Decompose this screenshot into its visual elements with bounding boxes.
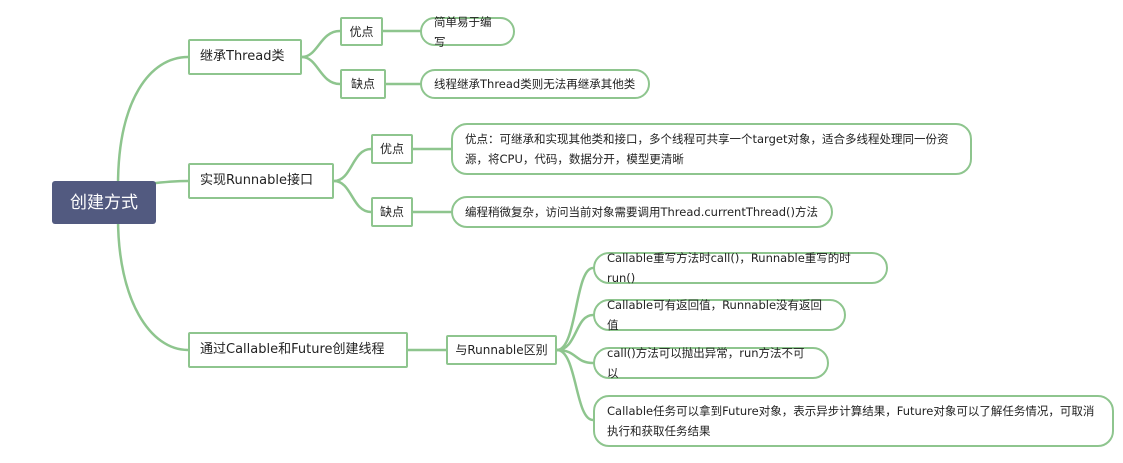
- branch-thread: 继承Thread类: [188, 39, 302, 75]
- branch-callable-future: 通过Callable和Future创建线程: [188, 332, 408, 368]
- thread-pros-leaf: 简单易于编写: [420, 15, 515, 49]
- root-node: 创建方式: [52, 181, 156, 224]
- diff-leaf-future-object: Callable任务可以拿到Future对象，表示异步计算结果，Future对象…: [593, 395, 1114, 447]
- connector-diff-leaf-2: [555, 313, 595, 352]
- connector-runnable-con: [332, 179, 373, 214]
- runnable-cons-label: 缺点: [371, 197, 413, 227]
- runnable-pros-leaf: 优点：可继承和实现其他类和接口，多个线程可共享一个target对象，适合多线程处…: [451, 123, 972, 175]
- diff-leaf-exception: call()方法可以抛出异常，run方法不可以: [593, 346, 829, 380]
- runnable-diff-label: 与Runnable区别: [446, 335, 557, 365]
- thread-pros-label: 优点: [340, 17, 383, 46]
- thread-cons-label: 缺点: [340, 69, 386, 99]
- thread-cons-leaf: 线程继承Thread类则无法再继承其他类: [420, 69, 650, 99]
- runnable-cons-leaf: 编程稍微复杂，访问当前对象需要调用Thread.currentThread()方…: [451, 196, 833, 228]
- runnable-pros-label: 优点: [371, 134, 413, 164]
- connector-thread-con: [300, 55, 342, 86]
- diff-leaf-call-run: Callable重写方法时call()，Runnable重写的时run(): [593, 251, 888, 285]
- connector-thread-pro: [300, 29, 342, 59]
- connector-root-callable: [116, 216, 190, 352]
- connector-diff-leaf-1: [555, 266, 595, 352]
- connector-root-thread: [116, 55, 190, 188]
- branch-runnable: 实现Runnable接口: [188, 163, 334, 199]
- connector-diff-leaf-4: [555, 348, 595, 422]
- connector-runnable-pro: [332, 147, 373, 183]
- diff-leaf-return-value: Callable可有返回值，Runnable没有返回值: [593, 298, 846, 332]
